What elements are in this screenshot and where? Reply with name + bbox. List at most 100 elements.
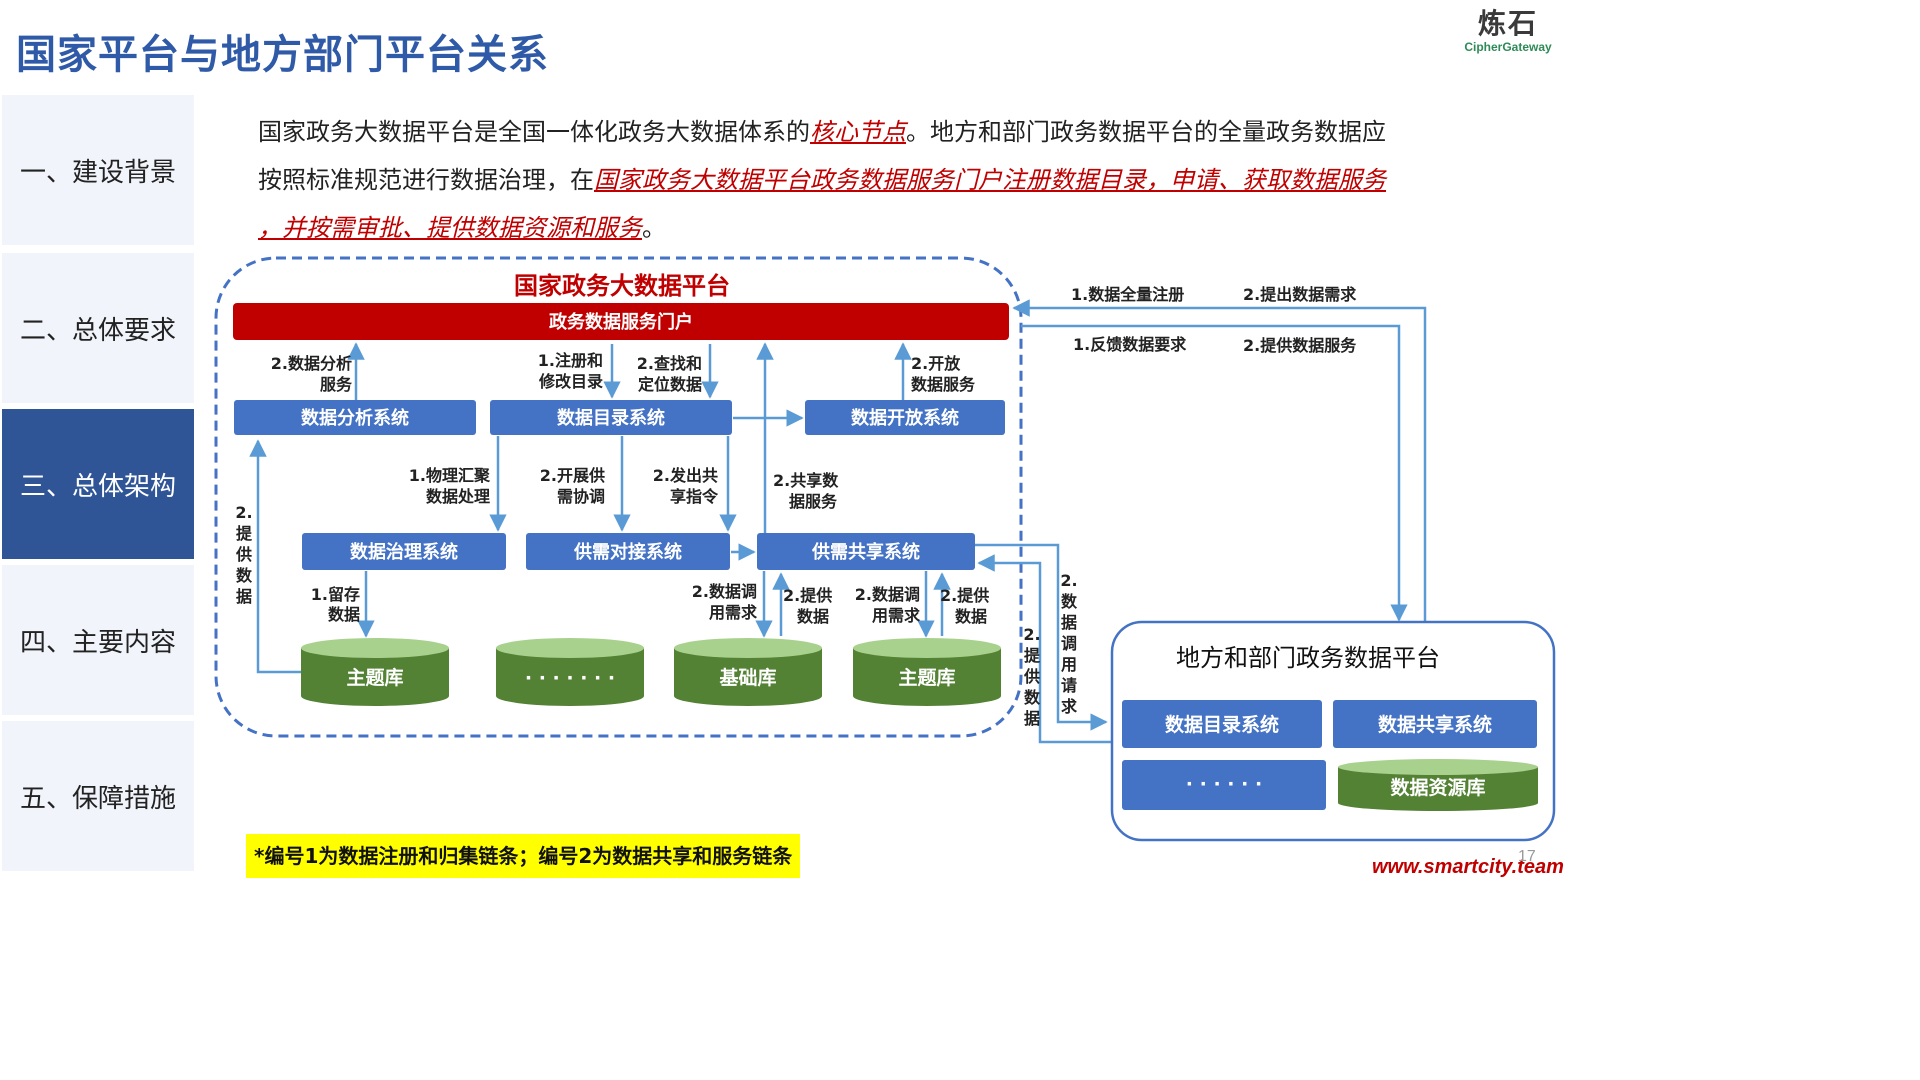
governance-system-box[interactable]: [302, 533, 506, 570]
label-share-command: 享指令: [670, 487, 719, 506]
service-portal-box[interactable]: [233, 303, 1009, 340]
sharing-system-box[interactable]: [757, 533, 975, 570]
local-more-label: · · · · · ·: [1186, 773, 1262, 795]
sidebar-item-requirements[interactable]: 二、总体要求: [2, 253, 194, 403]
intro-line-3: ，并按需审批、提供数据资源和服务。: [258, 204, 1498, 252]
label-open-service: 数据服务: [911, 375, 976, 394]
label-call-demand-2: 2.数据调: [855, 585, 920, 604]
page-number: 17: [1518, 848, 1536, 865]
matching-system-label: 供需对接系统: [573, 541, 682, 563]
local-catalog-label: 数据目录系统: [1165, 713, 1279, 736]
label-store-data: 数据: [328, 605, 360, 624]
analysis-system-box[interactable]: [234, 400, 476, 435]
connector-arrows: [249, 299, 1427, 744]
vertical-char: 2.: [1023, 625, 1040, 644]
governance-system-label: 数据治理系统: [350, 541, 458, 563]
label-provide-1: 数据: [797, 607, 829, 626]
theme-db-1[interactable]: [301, 638, 449, 706]
sidebar-item-architecture[interactable]: 三、总体架构: [2, 409, 194, 559]
theme-db-2[interactable]: [853, 638, 1001, 706]
label-share-service: 据服务: [789, 492, 838, 511]
sharing-system-label: 供需共享系统: [811, 541, 920, 563]
local-catalog-box[interactable]: [1122, 700, 1322, 748]
local-sharing-label: 数据共享系统: [1378, 713, 1492, 736]
label-analysis-service: 服务: [320, 375, 353, 394]
label-feedback: 1.反馈数据要求: [1073, 335, 1187, 354]
sidebar-nav: 一、建设背景 二、总体要求 三、总体架构 四、主要内容 五、保障措施: [0, 95, 195, 884]
local-sharing-box[interactable]: [1333, 700, 1537, 748]
matching-system-box[interactable]: [526, 533, 730, 570]
local-resource-db[interactable]: [1338, 759, 1538, 811]
sidebar-item-background[interactable]: 一、建设背景: [2, 95, 194, 245]
label-call-demand-2: 用需求: [872, 606, 921, 625]
label-coordinate: 需协调: [557, 487, 605, 506]
footnote: *编号1为数据注册和归集链条；编号2为数据共享和服务链条: [246, 834, 801, 878]
label-provide-2: 数据: [955, 607, 987, 626]
label-full-register: 1.数据全量注册: [1071, 285, 1184, 304]
more-db-label: · · · · · · ·: [525, 667, 615, 689]
local-more-box[interactable]: [1122, 760, 1326, 810]
label-provide-1: 2.提供: [783, 586, 832, 605]
vertical-char: 提: [236, 524, 253, 543]
more-db[interactable]: [496, 638, 644, 706]
base-db-label: 基础库: [718, 666, 776, 689]
intro-highlight: ，并按需审批、提供数据资源和服务: [258, 214, 642, 242]
vertical-char: 提: [1024, 646, 1041, 665]
arrow-labels-left: 2.开放 数据服务 2.共享数 据服务 2.提供 数据 2.提供 数据 1.数据…: [773, 285, 1357, 626]
intro-highlight: 国家政务大数据平台政务数据服务门户注册数据目录，申请、获取数据服务: [594, 166, 1386, 194]
architecture-diagram: 国家政务大数据平台 政务数据服务门户 数据分析系统 数据目录系统 数据开放系统 …: [214, 256, 1556, 842]
vertical-char: 据: [1061, 613, 1077, 632]
catalog-system-box[interactable]: [490, 400, 732, 435]
label-share-command: 2.发出共: [653, 466, 718, 485]
label-call-demand-1: 用需求: [709, 603, 758, 622]
arrow-labels: 2.数据分析 服务 1.注册和 修改目录 2.查找和 定位数据 1.物理汇聚 数…: [271, 351, 921, 625]
theme-db-1-label: 主题库: [346, 666, 403, 689]
label-raise-demand: 2.提出数据需求: [1243, 285, 1357, 304]
vertical-char: 2.: [1060, 571, 1077, 590]
label-call-demand-1: 2.数据调: [692, 582, 757, 601]
vertical-char: 调: [1061, 634, 1077, 653]
base-db[interactable]: [674, 638, 822, 706]
sidebar-item-content[interactable]: 四、主要内容: [2, 565, 194, 715]
intro-line-2: 按照标准规范进行数据治理，在国家政务大数据平台政务数据服务门户注册数据目录，申请…: [258, 156, 1498, 204]
local-resource-db-label: 数据资源库: [1390, 776, 1485, 799]
label-register-catalog: 修改目录: [538, 372, 603, 391]
intro-text: 国家政务大数据平台是全国一体化政务大数据体系的: [258, 118, 810, 146]
label-share-service: 2.共享数: [773, 471, 839, 490]
theme-db-2-label: 主题库: [898, 666, 955, 689]
footer-url[interactable]: www.smartcity.team: [1372, 856, 1564, 878]
vertical-char: 供: [235, 545, 252, 564]
catalog-system-label: 数据目录系统: [557, 407, 665, 429]
vertical-char: 数: [1024, 688, 1041, 707]
vertical-char: 据: [236, 587, 252, 606]
label-store-data: 1.留存: [311, 585, 360, 604]
intro-text: 按照标准规范进行数据治理，在: [258, 166, 594, 194]
vertical-label-call-request: 2. 数 据 调 用 请 求: [1060, 571, 1078, 716]
national-platform-boundary: [214, 256, 1023, 738]
local-platform-title: 地方和部门政务数据平台: [1176, 644, 1440, 672]
intro-line-1: 国家政务大数据平台是全国一体化政务大数据体系的核心节点。地方和部门政务数据平台的…: [258, 108, 1498, 156]
intro-text: 。: [642, 214, 666, 242]
label-analysis-service: 2.数据分析: [271, 354, 352, 373]
open-system-box[interactable]: [805, 400, 1005, 435]
intro-text: 。地方和部门政务数据平台的全量政务数据应: [906, 118, 1386, 146]
label-find-locate: 定位数据: [637, 375, 702, 394]
label-physical-gather: 1.物理汇聚: [409, 466, 491, 485]
label-provide-service: 2.提供数据服务: [1243, 336, 1357, 355]
label-open-service: 2.开放: [911, 354, 961, 373]
label-find-locate: 2.查找和: [637, 354, 702, 373]
vertical-char: 供: [1023, 667, 1040, 686]
sidebar-item-safeguards[interactable]: 五、保障措施: [2, 721, 194, 871]
vertical-char: 请: [1061, 676, 1077, 695]
label-coordinate: 2.开展供: [540, 466, 605, 485]
vertical-label-provide-right: 2. 提 供 数 据: [1023, 625, 1041, 728]
page-title: 国家平台与地方部门平台关系: [16, 32, 549, 78]
logo-mark: 炼石: [1477, 7, 1538, 40]
service-portal-label: 政务数据服务门户: [549, 311, 693, 333]
label-register-catalog: 1.注册和: [538, 351, 603, 370]
vertical-char: 数: [1061, 592, 1078, 611]
analysis-system-label: 数据分析系统: [301, 407, 409, 429]
vertical-char: 数: [236, 566, 253, 585]
logo-subtitle: CipherGateway: [1464, 40, 1552, 54]
open-system-label: 数据开放系统: [851, 407, 959, 429]
